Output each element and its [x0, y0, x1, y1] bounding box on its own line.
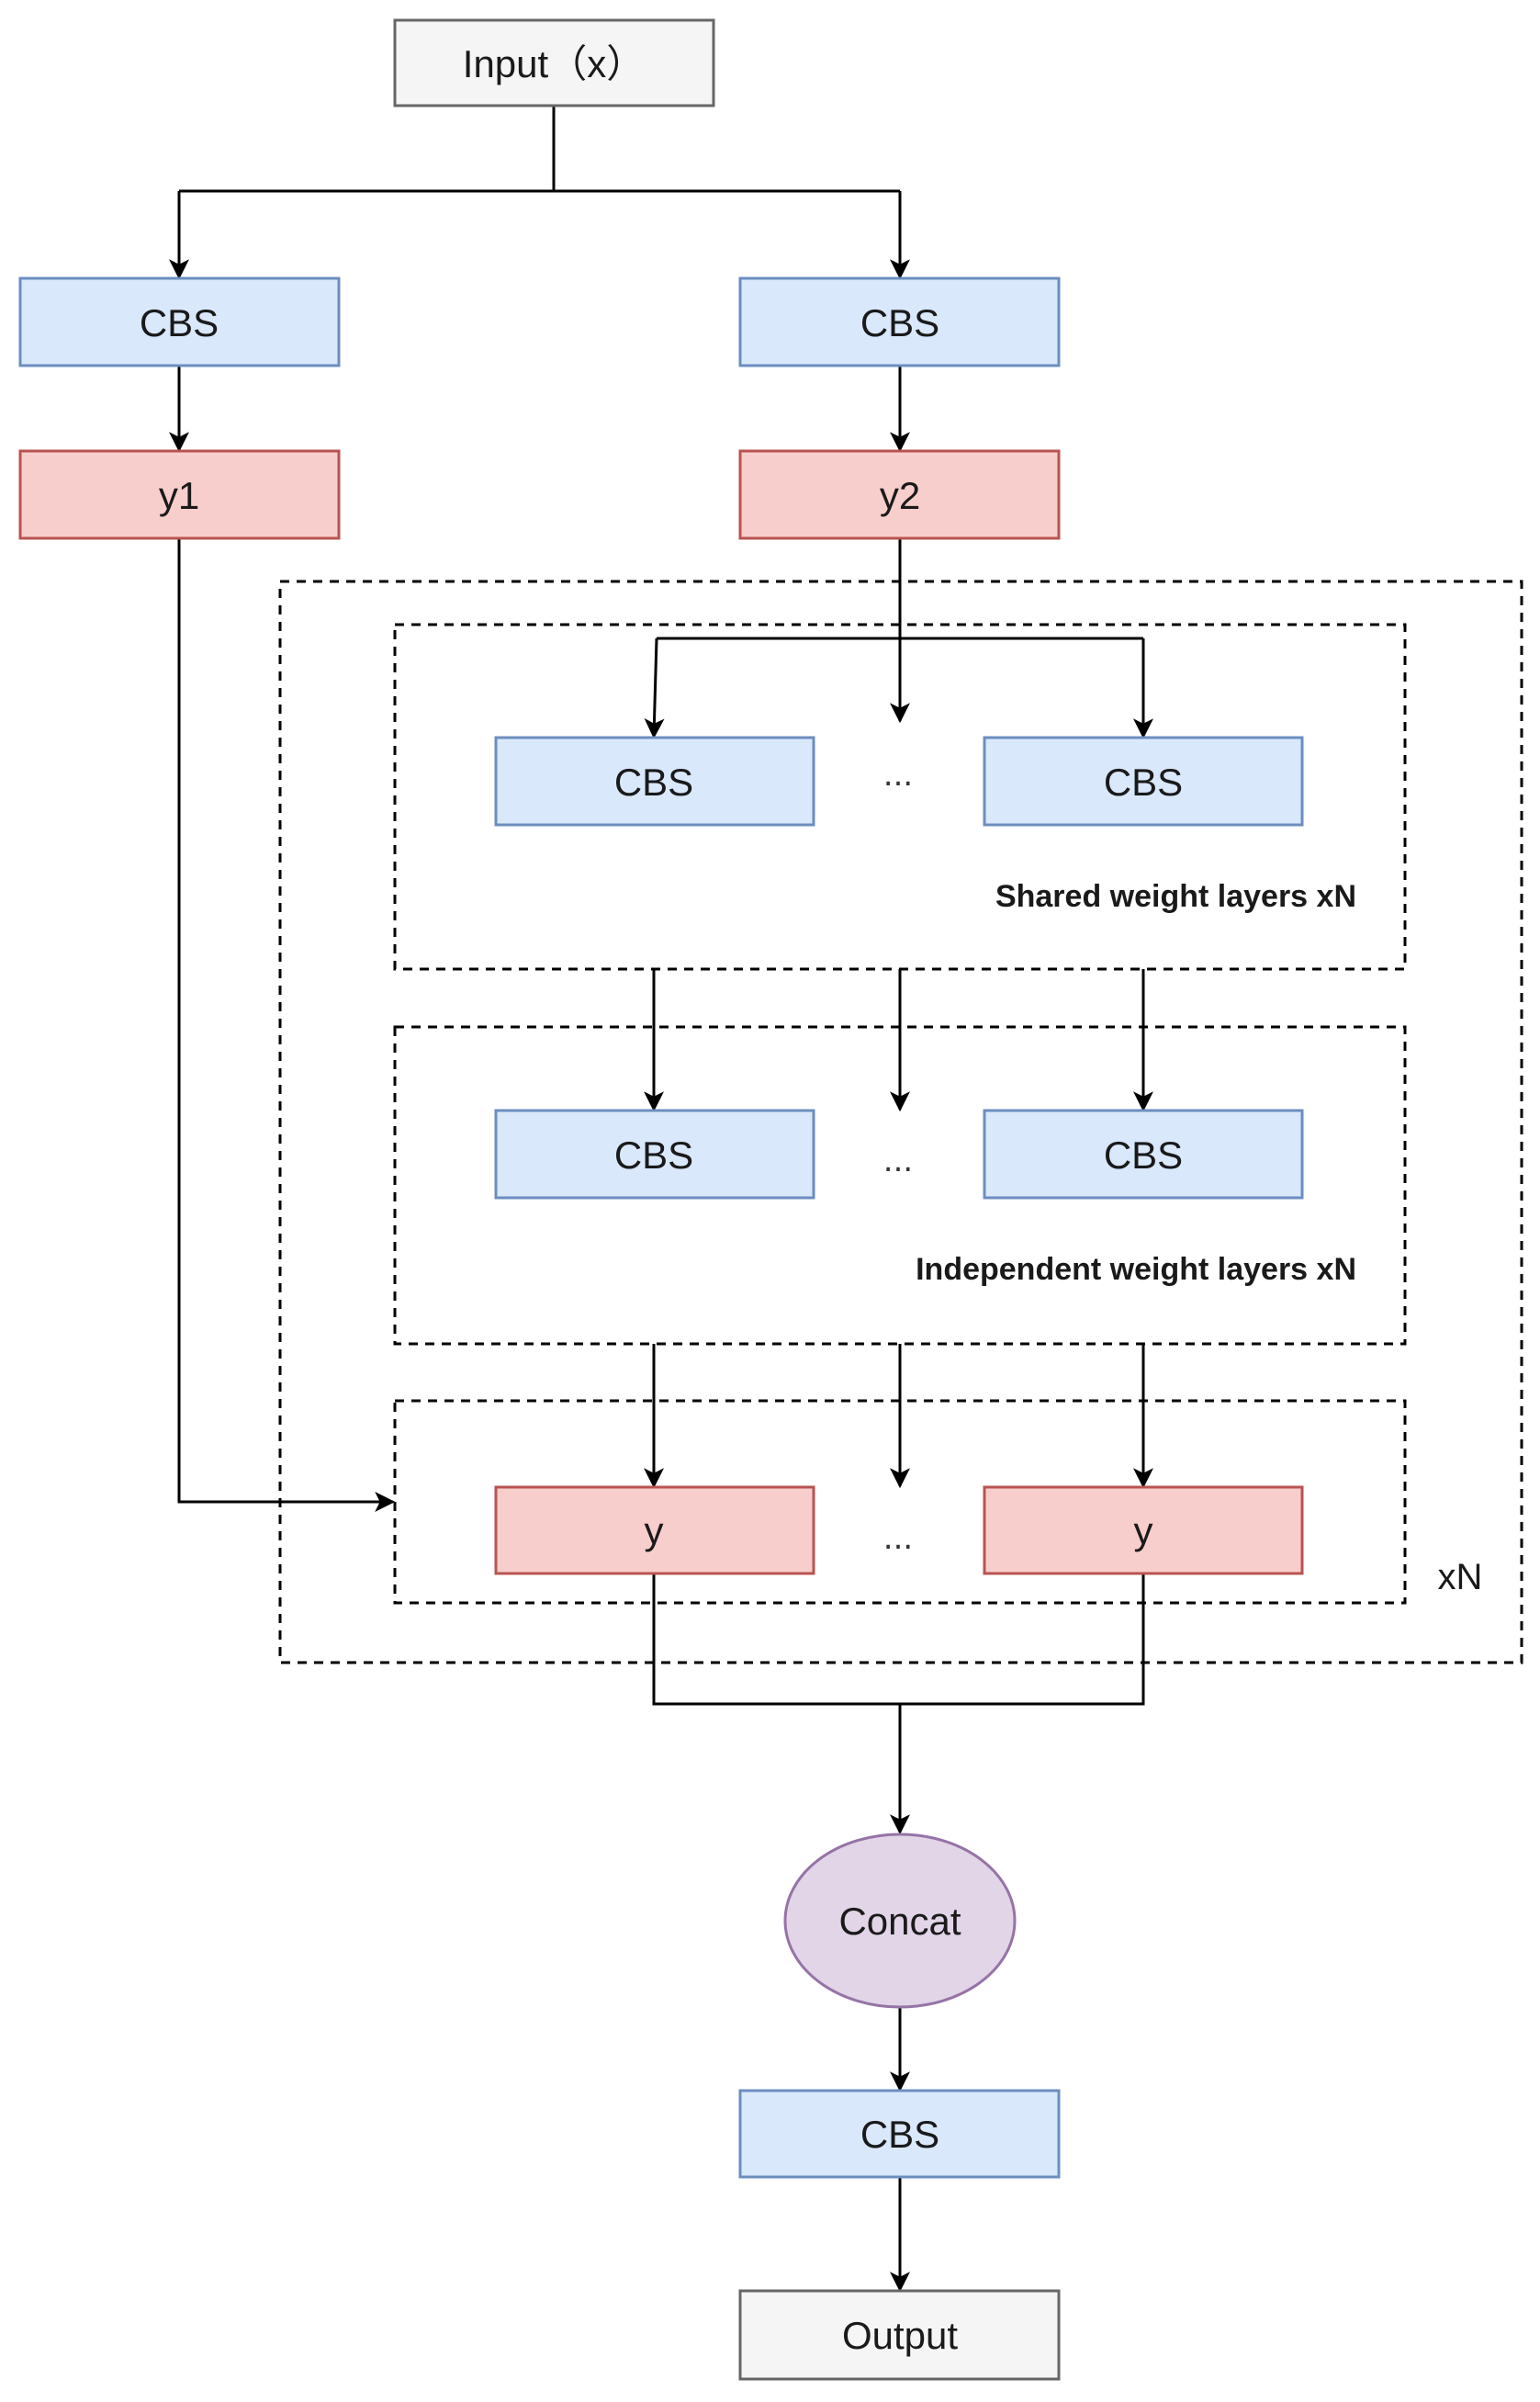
node-y-b-label: y [1134, 1509, 1153, 1552]
node-independent-cbs-a: CBS [494, 1109, 815, 1200]
shared-ellipsis: ... [883, 757, 913, 794]
node-input-label: Input（x） [463, 42, 645, 85]
node-cbs-right-label: CBS [860, 301, 939, 344]
independent-ellipsis: ... [883, 1143, 913, 1179]
node-concat: Concat [783, 1833, 1017, 2009]
node-independent-cbs-a-label: CBS [614, 1133, 693, 1177]
node-y2: y2 [738, 449, 1061, 540]
node-cbs-right: CBS [738, 276, 1061, 367]
node-y-b: y [983, 1485, 1304, 1575]
node-independent-cbs-b-label: CBS [1104, 1133, 1183, 1177]
edge-to-shared-a [644, 637, 665, 739]
node-y-a-label: y [645, 1509, 664, 1552]
node-shared-cbs-a-label: CBS [614, 761, 693, 804]
node-cbs-final-label: CBS [860, 2113, 939, 2156]
node-cbs-left-label: CBS [140, 301, 219, 344]
edge-y-merge [652, 1573, 1145, 1706]
node-independent-cbs-b: CBS [983, 1109, 1304, 1200]
edge-input-split [179, 106, 900, 193]
node-cbs-left: CBS [18, 276, 341, 367]
node-input: Input（x） [393, 18, 715, 107]
node-shared-cbs-b-label: CBS [1104, 761, 1183, 804]
y-ellipsis: ... [883, 1520, 913, 1557]
node-cbs-final: CBS [738, 2089, 1061, 2179]
node-shared-cbs-b: CBS [983, 736, 1304, 827]
node-concat-label: Concat [838, 1900, 961, 1943]
node-y-a: y [494, 1485, 815, 1575]
node-output-label: Output [842, 2314, 958, 2357]
node-y2-label: y2 [880, 474, 920, 517]
node-output: Output [738, 2289, 1061, 2381]
shared-weight-label: Shared weight layers xN [995, 879, 1356, 914]
node-shared-cbs-a: CBS [494, 736, 815, 827]
connectors [169, 106, 1153, 2293]
outer-repeat-group [278, 580, 1523, 1664]
independent-weight-label: Independent weight layers xN [916, 1252, 1356, 1287]
edge-y1-skip [177, 538, 396, 1512]
node-y1: y1 [18, 449, 341, 540]
repeat-label: xN [1438, 1557, 1483, 1597]
node-y1-label: y1 [159, 474, 199, 517]
